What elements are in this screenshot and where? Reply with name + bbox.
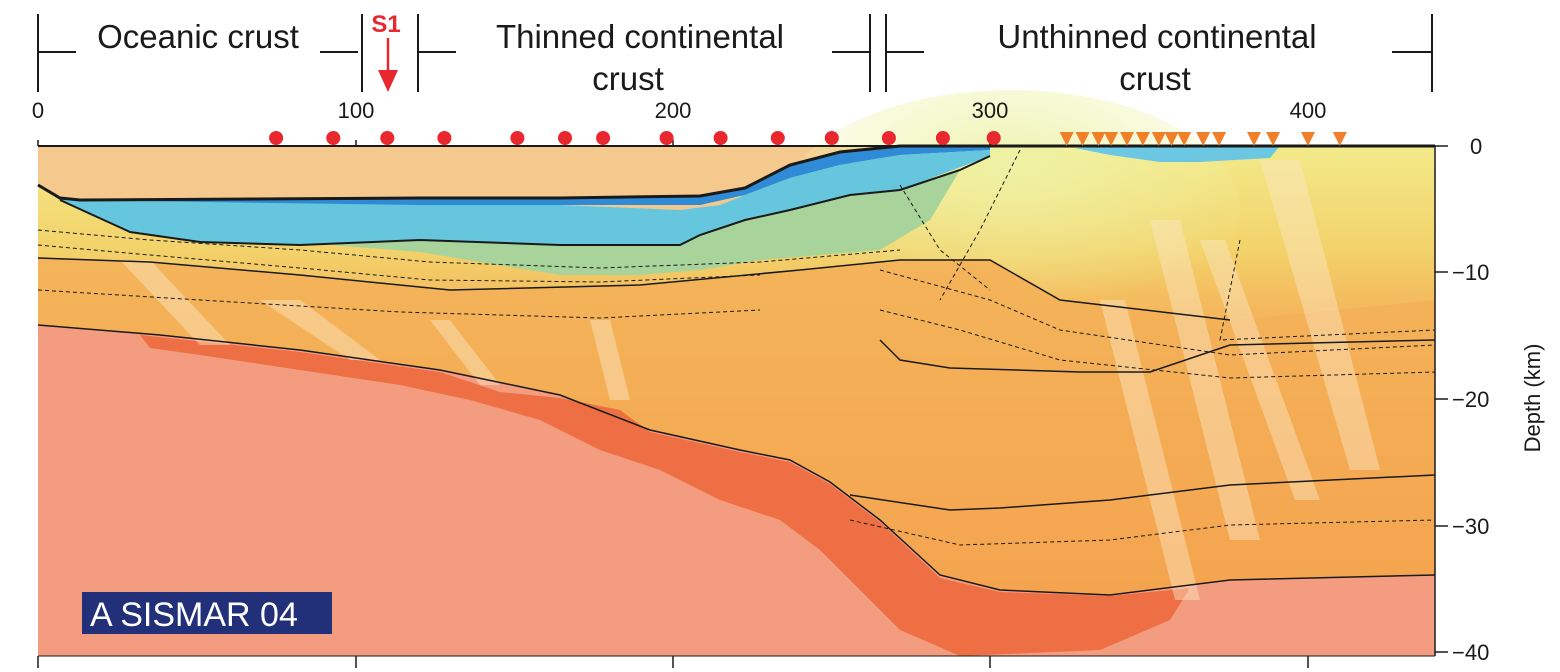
green-sediment-layer — [330, 170, 960, 275]
land-station-marker — [1332, 132, 1347, 146]
obs-station-marker — [510, 131, 525, 145]
land-station-marker — [1247, 132, 1261, 146]
obs-station-marker — [659, 131, 674, 145]
model-body — [38, 90, 1435, 656]
sediment-layer — [60, 150, 990, 245]
x-tick-400: 400 — [1290, 98, 1327, 123]
land-station-marker — [1151, 132, 1166, 146]
obs-station-marker — [986, 131, 1001, 145]
obs-station-marker — [558, 131, 572, 145]
y-tick-40: −40 — [1452, 640, 1489, 665]
oceanic-crust-label: Oceanic crust — [97, 18, 299, 55]
bottom-axis — [37, 656, 1309, 668]
profile-label: A SISMAR 04 — [90, 596, 298, 634]
land-station-marker — [1075, 132, 1090, 146]
water-layer — [38, 146, 990, 205]
thinned-crust-label-1: Thinned continental — [496, 18, 784, 55]
land-station-marker — [1059, 132, 1074, 146]
mantle-anomaly — [140, 335, 1190, 656]
y-tick-30: −30 — [1452, 514, 1489, 539]
domain-brackets — [37, 14, 1433, 92]
land-station-marker — [1177, 132, 1192, 146]
layer-boundaries — [37, 144, 1436, 657]
obs-station-marker — [326, 131, 341, 145]
land-station-marker — [1164, 132, 1179, 146]
obs-station-marker — [824, 131, 839, 145]
ray-coverage — [120, 160, 1380, 600]
obs-station-marker — [269, 131, 284, 145]
land-station-marker — [1266, 132, 1281, 146]
right-axis — [1434, 145, 1448, 656]
land-station-marker — [1104, 132, 1119, 146]
obs-station-marker — [596, 131, 611, 145]
land-station-marker — [1135, 132, 1150, 146]
middle-crust-layer — [38, 258, 1435, 595]
s1-arrow-icon — [378, 38, 398, 92]
land-station-marker — [1091, 132, 1106, 146]
y-tick-20: −20 — [1452, 387, 1489, 412]
y-tick-0: 0 — [1470, 134, 1482, 159]
s1-label: S1 — [371, 11, 400, 38]
obs-station-marker — [935, 131, 950, 145]
shelf-basin — [1075, 146, 1280, 162]
unthinned-crust-label-1: Unthinned continental — [997, 18, 1316, 55]
thinned-crust-label-2: crust — [592, 60, 664, 97]
land-station-marker — [1120, 132, 1134, 146]
x-tick-200: 200 — [655, 98, 692, 123]
y-axis-label: Depth (km) — [1520, 344, 1545, 453]
land-station-marker — [1196, 132, 1211, 146]
station-markers — [269, 131, 1347, 146]
obs-station-marker — [881, 131, 896, 145]
y-tick-10: −10 — [1452, 260, 1489, 285]
x-tick-300: 300 — [972, 98, 1009, 123]
obs-station-marker — [770, 131, 785, 145]
y-tick-labels: 0 −10 −20 −30 −40 — [1452, 134, 1489, 665]
x-tick-100: 100 — [338, 98, 375, 123]
land-station-marker — [1301, 132, 1315, 146]
top-axis — [37, 140, 1435, 147]
x-tick-labels: 0 100 200 300 400 — [32, 98, 1326, 123]
obs-station-marker — [380, 131, 395, 145]
profile-badge: A SISMAR 04 — [82, 592, 332, 634]
obs-station-marker — [437, 131, 452, 145]
obs-station-marker — [713, 131, 728, 145]
land-station-marker — [1212, 132, 1227, 146]
x-tick-0: 0 — [32, 98, 44, 123]
unthinned-crust-label-2: crust — [1119, 60, 1191, 97]
